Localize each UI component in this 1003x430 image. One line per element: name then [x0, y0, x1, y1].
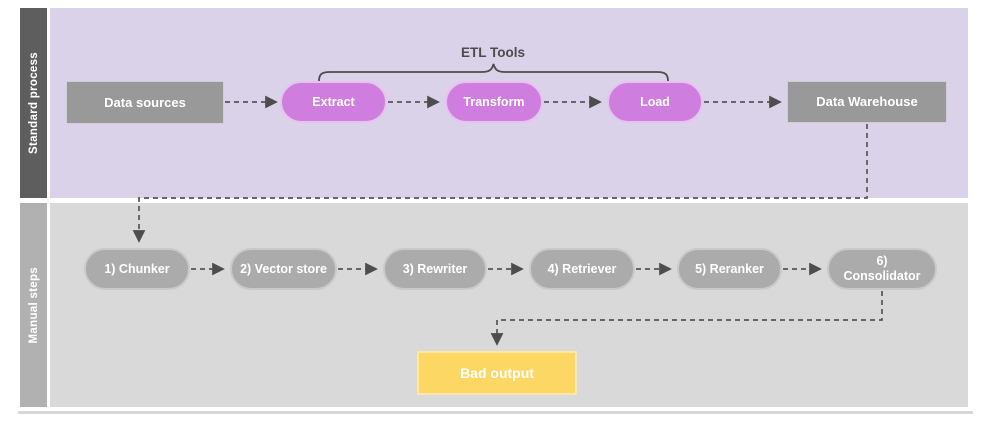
node-transform: Transform [445, 81, 543, 123]
node-transform-label: Transform [463, 94, 525, 109]
node-data-sources: Data sources [66, 81, 224, 124]
node-load-label: Load [640, 94, 670, 109]
node-vector-store-label: 2) Vector store [240, 261, 327, 276]
node-load: Load [607, 81, 703, 123]
node-consolidator-label: 6) Consolidator [843, 254, 921, 283]
etl-tools-label: ETL Tools [461, 45, 525, 60]
node-bad-output: Bad output [417, 351, 577, 395]
node-chunker: 1) Chunker [84, 248, 190, 290]
lane-label-manual-steps-text: Manual steps [27, 266, 40, 344]
node-reranker-label: 5) Reranker [695, 261, 764, 276]
node-bad-output-label: Bad output [460, 364, 534, 381]
node-extract: Extract [280, 81, 387, 123]
node-data-warehouse-label: Data Warehouse [816, 94, 918, 110]
node-consolidator: 6) Consolidator [827, 248, 937, 290]
node-reranker: 5) Reranker [677, 248, 782, 290]
node-rewriter: 3) Rewriter [383, 248, 487, 290]
bottom-divider [18, 411, 973, 414]
node-retriever-label: 4) Retriever [547, 261, 617, 276]
node-extract-label: Extract [312, 94, 355, 109]
node-chunker-label: 1) Chunker [104, 261, 170, 276]
node-vector-store: 2) Vector store [230, 248, 337, 290]
node-rewriter-label: 3) Rewriter [402, 261, 468, 276]
node-data-sources-label: Data sources [104, 94, 186, 110]
node-retriever: 4) Retriever [529, 248, 635, 290]
lane-label-standard-process: Standard process [20, 8, 47, 198]
lane-label-standard-process-text: Standard process [27, 52, 40, 154]
node-data-warehouse: Data Warehouse [787, 81, 947, 123]
lane-label-manual-steps: Manual steps [20, 203, 47, 407]
